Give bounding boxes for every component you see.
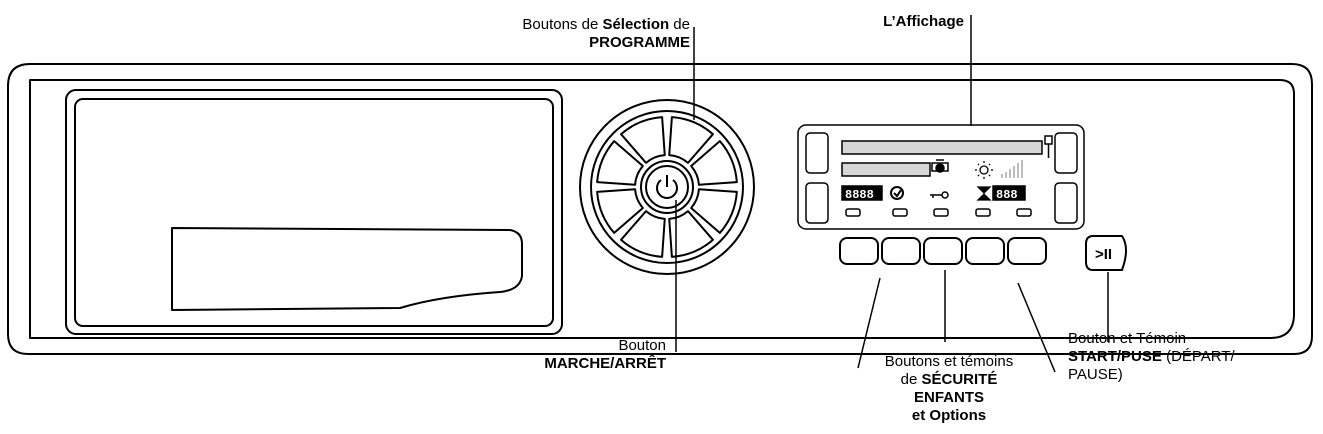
- indicator-5: [1016, 208, 1032, 217]
- display-side-right-bottom: [1054, 182, 1078, 224]
- selector-center-ring: [640, 160, 694, 214]
- display-frame: [797, 124, 1085, 230]
- indicator-2: [892, 208, 908, 217]
- start-pause-symbol: >II: [1095, 246, 1112, 263]
- temperature-icon: [1044, 135, 1053, 158]
- selector-outer-ring: [579, 99, 755, 275]
- label-display-text: L’Affichage: [883, 13, 964, 30]
- program-segment-3[interactable]: [690, 188, 738, 234]
- power-icon: [656, 175, 678, 199]
- digits-left-box: [841, 185, 883, 201]
- label-options-line2-pre: de: [900, 371, 922, 388]
- label-programme-text: Boutons de: [522, 16, 603, 33]
- power-button[interactable]: [645, 165, 689, 209]
- display-small-bar: [841, 162, 931, 177]
- program-segment-7[interactable]: [596, 140, 644, 186]
- detergent-drawer-outer: [65, 89, 563, 335]
- option-button-4[interactable]: [965, 237, 1005, 265]
- program-segment-1[interactable]: [668, 116, 714, 164]
- indicator-3: [933, 208, 949, 217]
- sensor-icon: [931, 159, 949, 173]
- start-pause-button[interactable]: [1085, 235, 1127, 271]
- program-segment-5[interactable]: [620, 210, 666, 258]
- option-button-3[interactable]: [923, 237, 963, 265]
- label-power-line1: Bouton: [618, 337, 666, 354]
- display-panel: [797, 124, 1085, 230]
- indicator-1: [845, 208, 861, 217]
- key-icon: [930, 191, 949, 199]
- selector-inner-ring: [590, 110, 744, 264]
- program-selector[interactable]: [579, 99, 755, 275]
- label-start-line2-post: (DÉPART/: [1161, 348, 1235, 365]
- program-segment-8[interactable]: [620, 116, 666, 164]
- label-programme-post: de: [669, 16, 690, 33]
- label-start-line1: Bouton et Témoin: [1068, 330, 1187, 347]
- display-side-left-top: [805, 132, 829, 174]
- hourglass-icon: [976, 186, 992, 201]
- leader-lines: [675, 15, 1109, 373]
- label-start-line3: PAUSE): [1068, 366, 1123, 383]
- label-programme: Boutons de Sélection de PROGRAMME: [458, 16, 690, 52]
- program-segments: [596, 116, 738, 258]
- indicator-4: [975, 208, 991, 217]
- label-power: Bouton MARCHE/ARRÊT: [498, 337, 666, 373]
- panel-inner-outline: [29, 79, 1295, 339]
- display-text-bar: [841, 140, 1043, 155]
- label-options: Boutons et témoins de SÉCURITÉ ENFANTS e…: [864, 353, 1034, 425]
- label-programme-bold: Sélection: [602, 16, 670, 33]
- panel-outline: [7, 63, 1313, 355]
- program-segment-6[interactable]: [596, 188, 644, 234]
- label-power-line2: MARCHE/ARRÊT: [544, 355, 666, 372]
- display-side-right-top: [1054, 132, 1078, 174]
- detergent-drawer-inner: [74, 98, 554, 327]
- option-button-2[interactable]: [881, 237, 921, 265]
- label-start: Bouton et Témoin START/PUSE (DÉPART/ PAU…: [1068, 330, 1308, 384]
- label-display: L’Affichage: [840, 13, 964, 31]
- option-button-5[interactable]: [1007, 237, 1047, 265]
- drawer-handle: [171, 227, 523, 311]
- label-start-line2-bold: START/PUSE: [1068, 348, 1162, 365]
- label-options-line4: et Options: [911, 407, 987, 424]
- program-segment-4[interactable]: [668, 210, 714, 258]
- label-options-line1: Boutons et témoins: [884, 353, 1014, 370]
- sun-icon: [975, 161, 993, 179]
- signal-bars-icon: [1001, 160, 1023, 178]
- display-digits-right: 888: [996, 188, 1018, 202]
- label-options-line3: ENFANTS: [913, 389, 984, 406]
- display-side-left-bottom: [805, 182, 829, 224]
- label-programme-line2: PROGRAMME: [589, 34, 690, 51]
- digits-right-box: [992, 185, 1026, 201]
- label-options-line2-bold: SÉCURITÉ: [921, 371, 998, 388]
- option-buttons: [839, 237, 1047, 265]
- option-button-1[interactable]: [839, 237, 879, 265]
- program-segment-2[interactable]: [690, 140, 738, 186]
- start-delay-icon: [890, 186, 904, 200]
- display-digits-left: 8888: [845, 188, 874, 202]
